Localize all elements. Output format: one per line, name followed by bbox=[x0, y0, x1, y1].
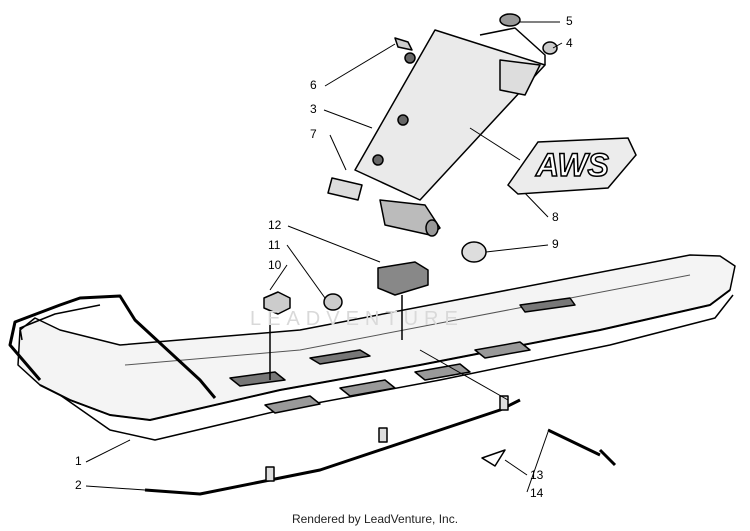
callout-13: 13 bbox=[530, 468, 544, 482]
ski-handle bbox=[8, 294, 217, 399]
callout-11: 11 bbox=[268, 238, 281, 252]
studs bbox=[265, 395, 509, 482]
callout-8: 8 bbox=[552, 210, 559, 224]
callout-7: 7 bbox=[310, 127, 317, 141]
callout-2: 2 bbox=[75, 478, 82, 492]
saddle bbox=[377, 261, 429, 296]
nut-10 bbox=[263, 291, 291, 315]
shock-absorber bbox=[354, 29, 546, 201]
bushing-7 bbox=[327, 177, 363, 201]
wear-bar bbox=[144, 398, 521, 496]
bolt-14 bbox=[547, 428, 617, 467]
cotter-pin bbox=[481, 449, 506, 467]
callout-1: 1 bbox=[75, 454, 82, 468]
callout-6: 6 bbox=[310, 78, 317, 92]
watermark: LEADVENTURE bbox=[250, 308, 464, 330]
callout-4: 4 bbox=[566, 36, 573, 50]
callout-5: 5 bbox=[566, 14, 573, 28]
aws-logo: AWS bbox=[498, 130, 638, 196]
callout-3: 3 bbox=[310, 102, 317, 116]
nut-11 bbox=[323, 293, 343, 311]
callout-14: 14 bbox=[530, 486, 544, 500]
ski-body bbox=[17, 254, 736, 421]
callout-9: 9 bbox=[552, 237, 559, 251]
logo-lettering: AWS bbox=[535, 147, 610, 183]
footer-credit: Rendered by LeadVenture, Inc. bbox=[291, 512, 459, 526]
callout-10: 10 bbox=[268, 258, 282, 272]
callout-12: 12 bbox=[268, 218, 282, 232]
